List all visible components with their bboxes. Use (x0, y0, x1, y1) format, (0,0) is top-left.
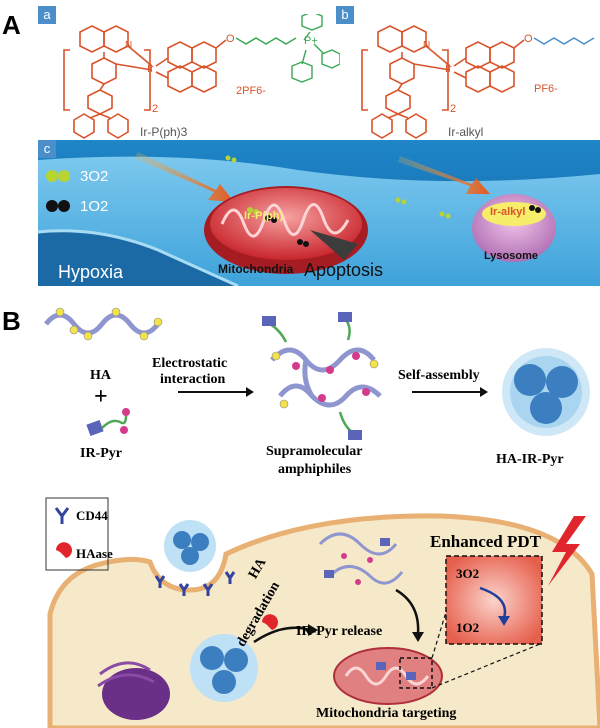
ha-ir-pyr-label: HA-IR-Pyr (496, 452, 564, 467)
enhanced-pdt-label: Enhanced PDT (430, 532, 541, 551)
apoptosis-label: Apoptosis (304, 260, 384, 280)
structure-ir-alkyl: O Ir N 2 PF6- Ir-alkyl (361, 25, 595, 139)
triplet-oxygen-pdt-label: 3O2 (456, 566, 480, 581)
ir-pyr-release-label: IR-Pyr release (296, 624, 383, 639)
svg-text:2: 2 (152, 103, 158, 115)
subpanel-c-tag: c (38, 140, 56, 158)
assembly-scheme (44, 307, 590, 440)
subpanel-a-tag: a (38, 6, 56, 24)
legend-cd44-label: CD44 (76, 508, 108, 523)
cell-illustration-c (38, 140, 600, 286)
electrostatic-label: Electrostatic (152, 356, 228, 371)
legend-haase-label: HAase (76, 546, 113, 561)
counterion-label-2: PF6- (534, 83, 558, 95)
ha-label: HA (90, 368, 111, 383)
amphiphiles-label: amphiphiles (278, 462, 352, 477)
phosphonium-label: P+ (304, 35, 318, 47)
subpanel-b-tag: b (336, 6, 354, 24)
supramolecular-label: Supramolecular (266, 444, 363, 459)
ir-pyr-label: IR-Pyr (80, 446, 122, 461)
singlet-oxygen-icon (46, 200, 58, 212)
plus-sign: + (94, 384, 108, 410)
svg-text:O: O (226, 33, 235, 45)
mitochondria-label: Mitochondria (218, 262, 294, 276)
mito-drug-label: Ir-P(ph) (244, 210, 284, 222)
structure-ir-pph3: P+ O Ir N 2 2PF6- Ir-P(ph)3 (63, 14, 340, 139)
iridium-label: Ir (147, 63, 154, 75)
svg-text:2: 2 (450, 103, 456, 115)
haase-icon (56, 542, 72, 558)
legend-singlet-oxygen: 1O2 (80, 198, 109, 215)
lysosome-label: Lysosome (484, 250, 539, 262)
singlet-oxygen-pdt-label: 1O2 (456, 620, 480, 635)
compound-name-ir-pph3: Ir-P(ph)3 (140, 125, 188, 139)
panel-b-letter: B (2, 306, 21, 336)
counterion-label: 2PF6- (236, 85, 266, 97)
iridium-label-2: Ir (445, 63, 452, 75)
panel-a-letter: A (2, 10, 21, 40)
triplet-oxygen-icon (46, 170, 58, 182)
hypoxia-label: Hypoxia (58, 262, 124, 282)
cd44-icon (54, 507, 70, 524)
lyso-drug-label: Ir-alkyl (490, 206, 526, 218)
interaction-label: interaction (160, 372, 226, 387)
cell-scene (45, 497, 600, 728)
self-assembly-label: Self-assembly (398, 368, 480, 383)
nitrogen-label: N (125, 40, 132, 51)
legend-triplet-oxygen: 3O2 (80, 168, 109, 185)
mito-targeting-label: Mitochondria targeting (316, 706, 457, 721)
svg-text:O: O (524, 33, 533, 45)
compound-name-ir-alkyl: Ir-alkyl (448, 125, 483, 139)
nitrogen-label-2: N (423, 40, 430, 51)
